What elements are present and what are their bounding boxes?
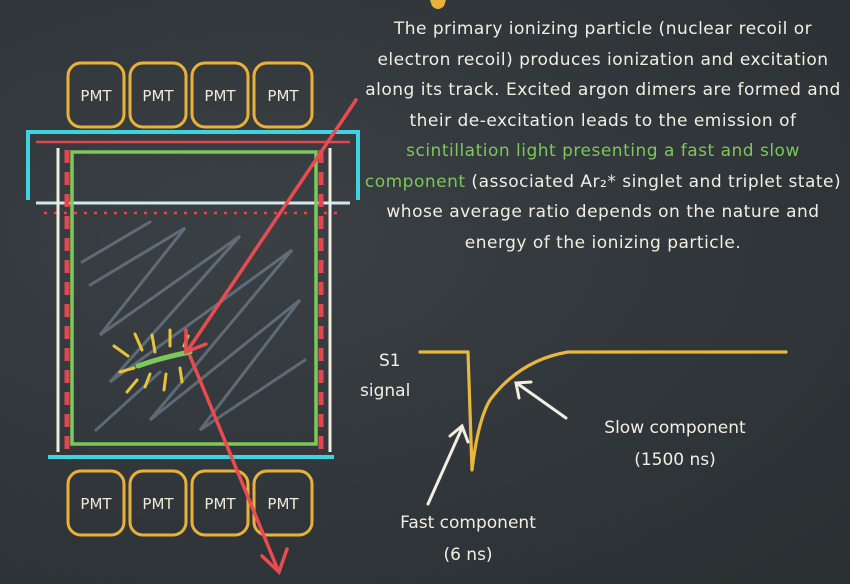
s1-label: S1 [379, 351, 401, 371]
logo-fragment [430, 0, 446, 9]
bottom-pmt-label: PMT [142, 495, 174, 513]
fast-component-time: (6 ns) [443, 545, 492, 565]
s1-signal-plot: S1 signal Slow component (1500 ns) Fast … [360, 350, 788, 565]
bottom-pmt-array: PMT PMT PMT PMT [66, 469, 314, 537]
green-drift-volume [70, 150, 318, 446]
top-pmt: PMT [66, 61, 126, 129]
liquid-argon-scribbles [80, 220, 307, 432]
description-part2: (associated Ar₂* singlet and triplet sta… [386, 171, 842, 253]
slow-component-time: (1500 ns) [634, 450, 716, 470]
description-highlight: scintillation light presenting a fast an… [364, 141, 800, 192]
slow-component-arrow [514, 380, 568, 420]
outgoing-particle-arrow [188, 354, 289, 576]
top-cyan-window [26, 130, 360, 200]
top-pmt: PMT [128, 61, 188, 129]
top-pmt: PMT [190, 61, 250, 129]
top-pmt-label: PMT [267, 87, 299, 105]
recoil-track [135, 349, 193, 369]
description-part1: The primary ionizing particle (nuclear r… [365, 19, 841, 131]
bottom-pmt-label: PMT [204, 495, 236, 513]
description-text: The primary ionizing particle (nuclear r… [360, 14, 846, 258]
top-pmt-label: PMT [80, 87, 112, 105]
bottom-pmt: PMT [252, 469, 314, 537]
top-pmt-array: PMT PMT PMT PMT [66, 61, 314, 129]
top-pmt-label: PMT [142, 87, 174, 105]
fast-component-label: Fast component [400, 513, 536, 533]
fast-component-arrow [426, 423, 470, 506]
interaction-point [112, 328, 193, 394]
s1-waveform [418, 350, 788, 472]
bottom-pmt-label: PMT [80, 495, 112, 513]
signal-label: signal [360, 381, 410, 401]
bottom-pmt: PMT [128, 469, 188, 537]
slow-component-label: Slow component [604, 418, 746, 438]
bottom-pmt-label: PMT [267, 495, 299, 513]
top-pmt-label: PMT [204, 87, 236, 105]
bottom-pmt: PMT [66, 469, 126, 537]
incoming-particle-arrow [184, 98, 358, 355]
bottom-pmt: PMT [190, 469, 250, 537]
top-pmt: PMT [252, 61, 314, 129]
